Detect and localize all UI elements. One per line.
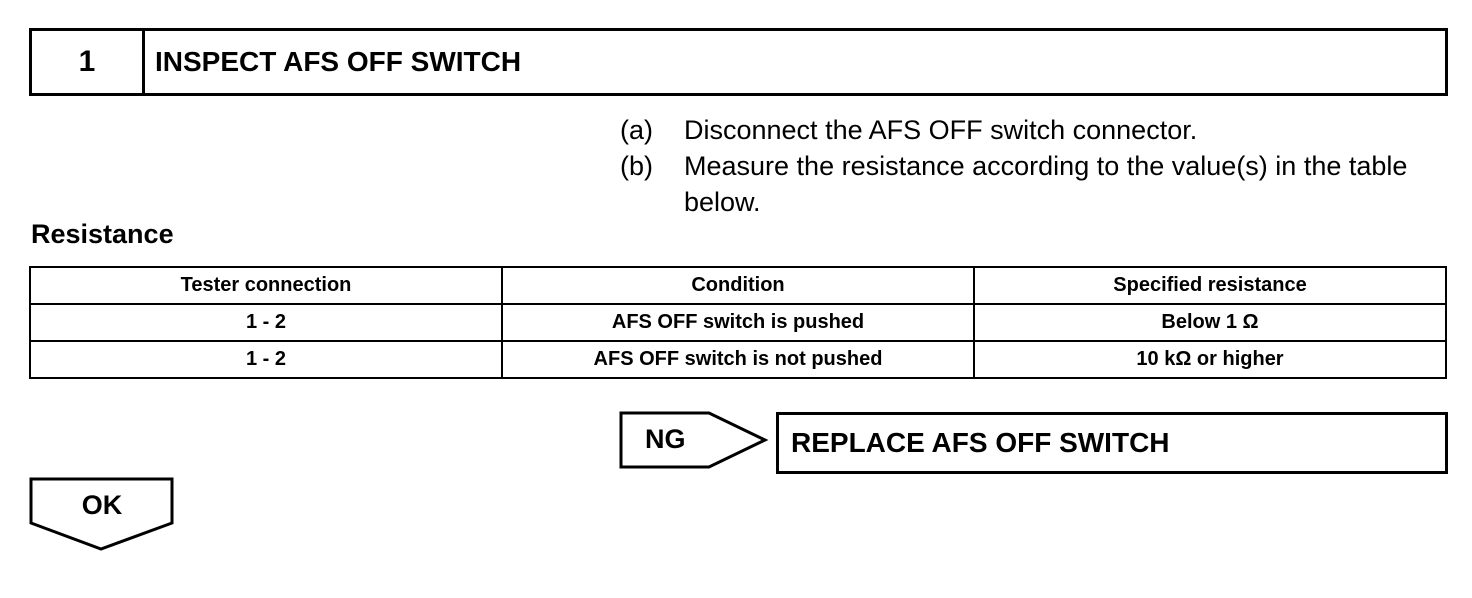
column-header: Specified resistance	[973, 266, 1447, 305]
ok-arrow-tag: OK	[29, 477, 175, 553]
table-cell: AFS OFF switch is pushed	[501, 303, 975, 342]
column-header: Condition	[501, 266, 975, 305]
step-header: 1 INSPECT AFS OFF SWITCH	[29, 28, 1448, 96]
instructions-list: (a) Disconnect the AFS OFF switch connec…	[620, 112, 1450, 220]
instruction-item: (a) Disconnect the AFS OFF switch connec…	[620, 112, 1450, 148]
instruction-text: Measure the resistance according to the …	[684, 151, 1408, 217]
step-number: 1	[32, 31, 145, 93]
table-header-row: Tester connection Condition Specified re…	[29, 266, 1447, 305]
table-cell: 1 - 2	[29, 340, 503, 379]
table-cell: AFS OFF switch is not pushed	[501, 340, 975, 379]
column-header: Tester connection	[29, 266, 503, 305]
right-arrow-icon	[619, 411, 769, 469]
instruction-item: (b) Measure the resistance according to …	[620, 148, 1450, 220]
instruction-letter: (a)	[620, 115, 653, 145]
ng-arrow-tag: NG	[619, 411, 769, 471]
table-cell: 10 kΩ or higher	[973, 340, 1447, 379]
instruction-letter: (b)	[620, 151, 653, 181]
table-row: 1 - 2 AFS OFF switch is pushed Below 1 Ω	[29, 303, 1447, 342]
step-title: INSPECT AFS OFF SWITCH	[155, 46, 522, 77]
resistance-table: Tester connection Condition Specified re…	[29, 266, 1447, 379]
table-cell: 1 - 2	[29, 303, 503, 342]
table-cell: Below 1 Ω	[973, 303, 1447, 342]
ok-label: OK	[81, 490, 123, 520]
instruction-text: Disconnect the AFS OFF switch connector.	[684, 115, 1198, 145]
table-row: 1 - 2 AFS OFF switch is not pushed 10 kΩ…	[29, 340, 1447, 379]
down-arrow-icon	[29, 477, 174, 551]
ng-action-box: REPLACE AFS OFF SWITCH	[776, 412, 1448, 474]
ng-label: NG	[645, 424, 686, 454]
resistance-heading: Resistance	[31, 219, 174, 249]
